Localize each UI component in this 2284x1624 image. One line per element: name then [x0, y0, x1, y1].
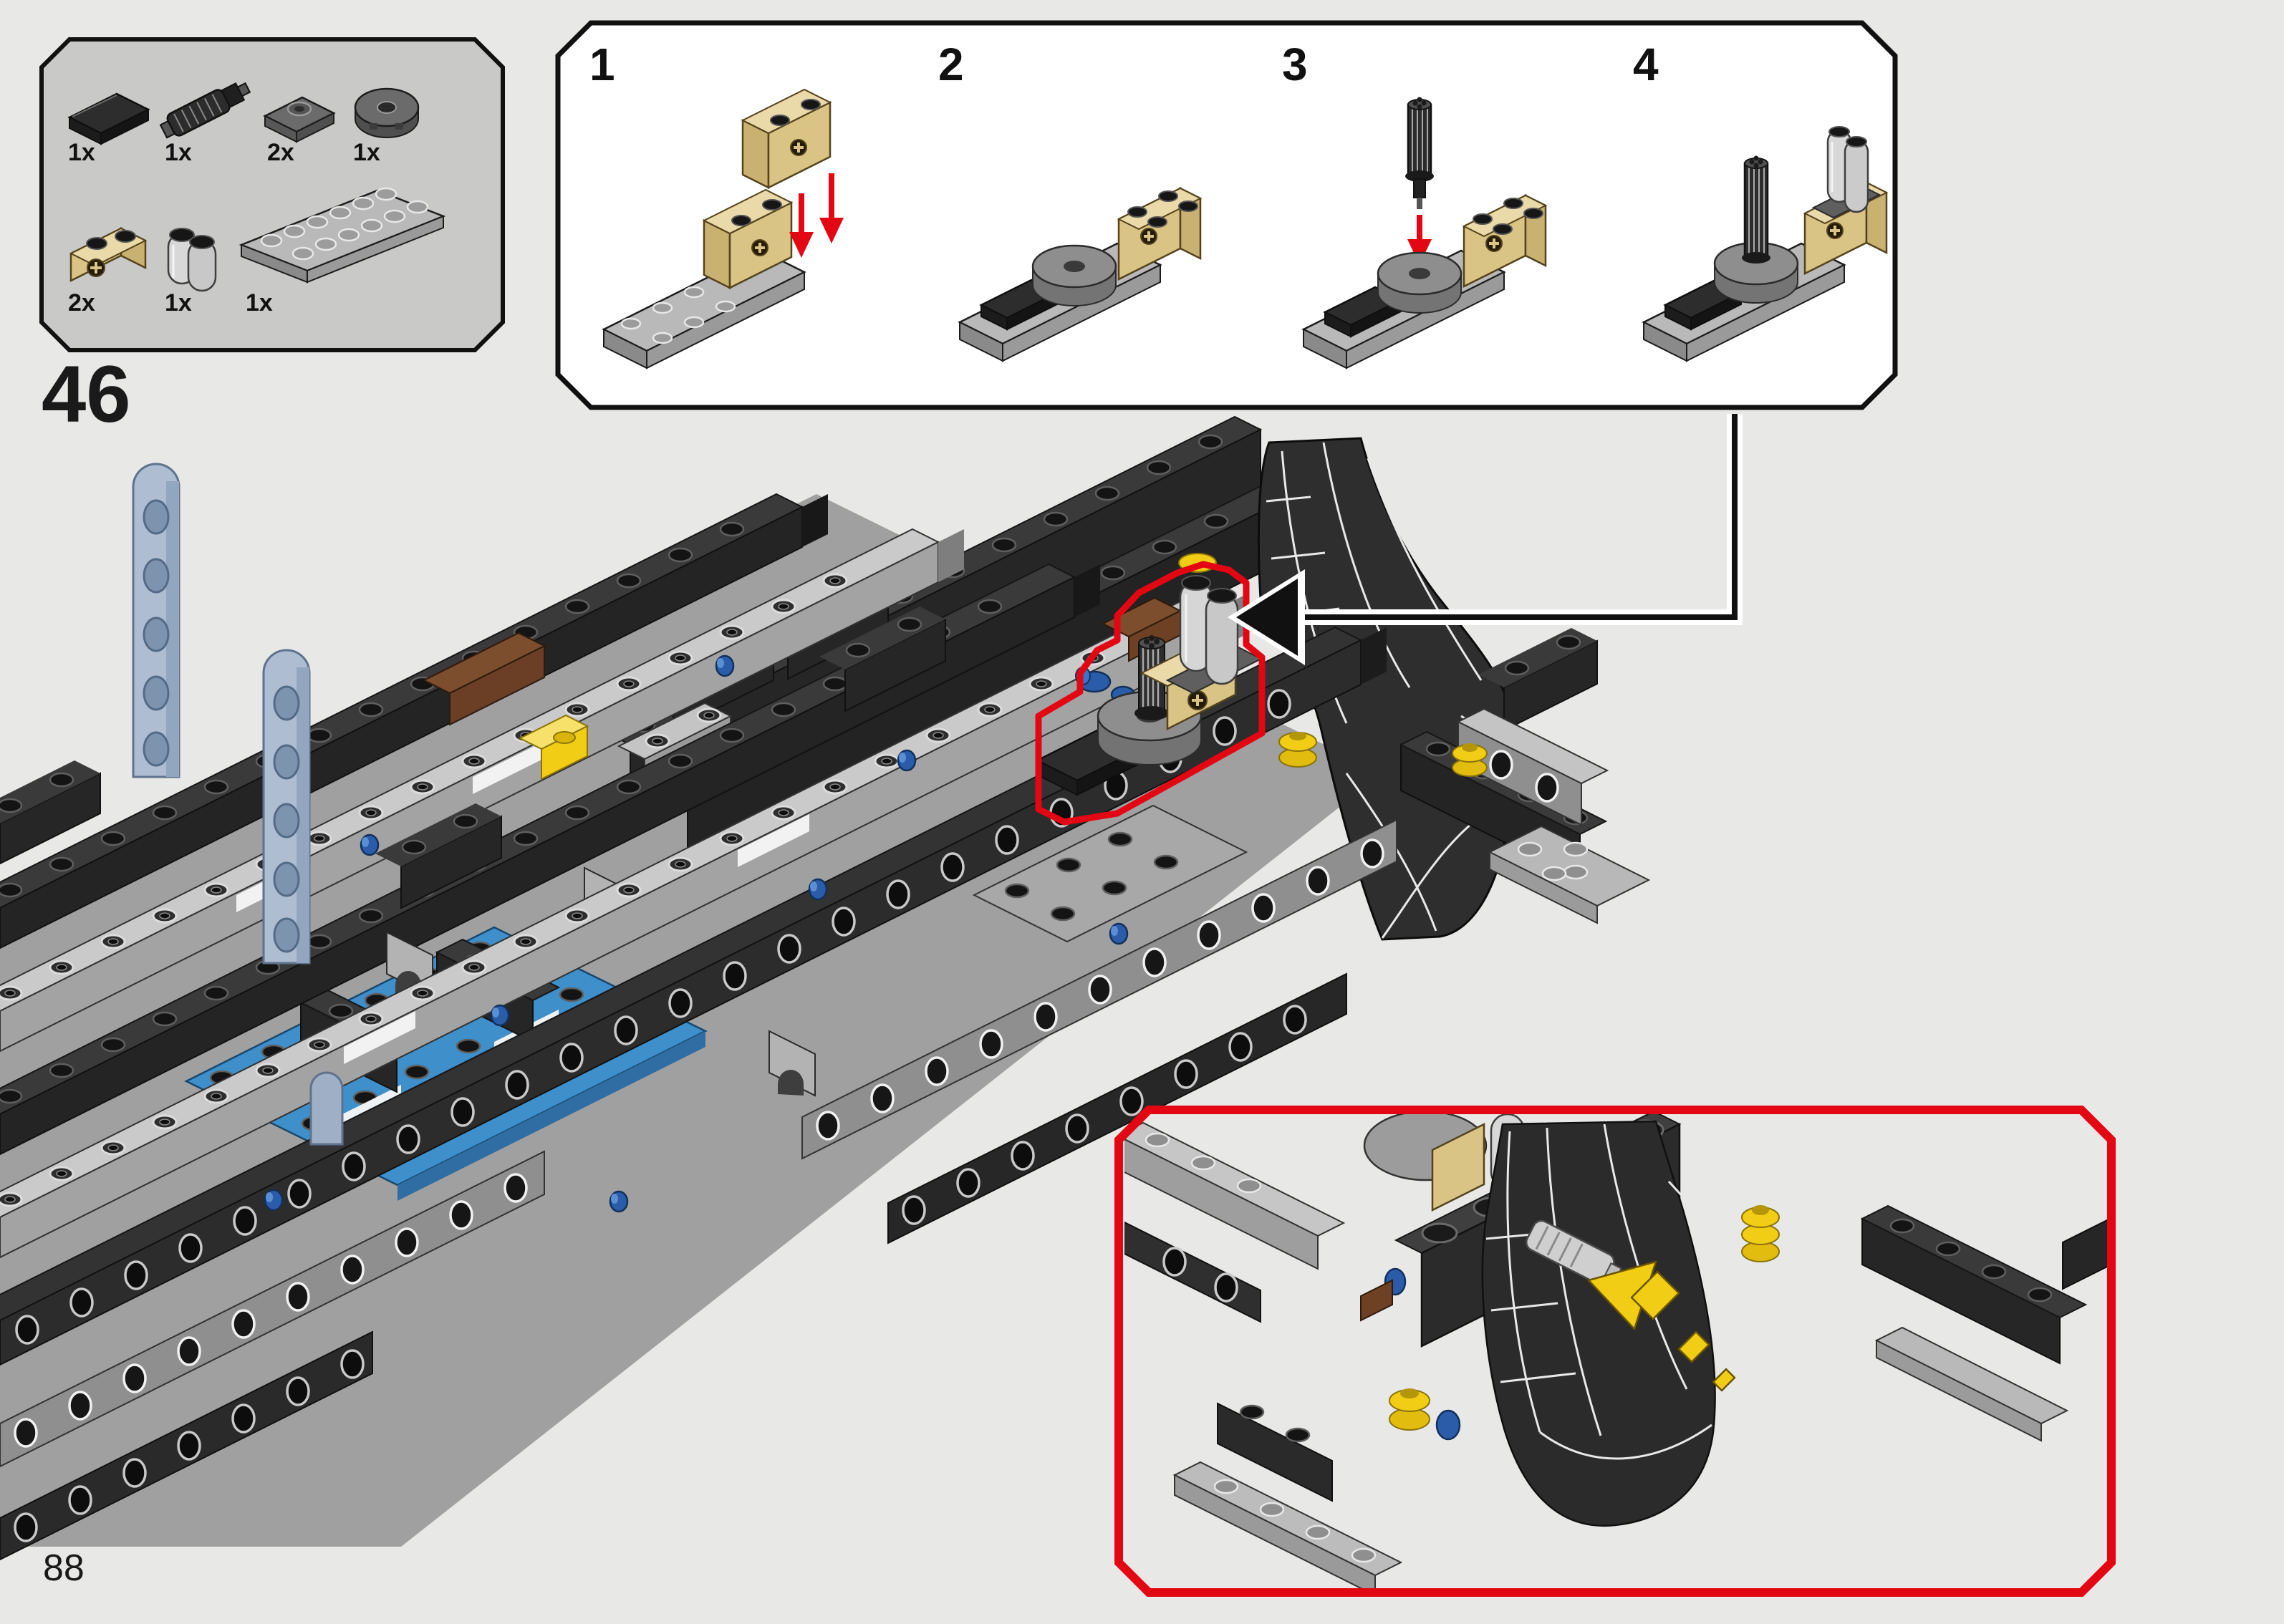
sand-blue-beams	[132, 463, 344, 1146]
substep-1-diagram	[602, 88, 844, 369]
substep-3-diagram	[1301, 97, 1548, 369]
substeps-panel-frame	[555, 20, 1898, 410]
part-tile-2x2-black	[61, 73, 161, 152]
yellow-round-stack	[1389, 1388, 1430, 1431]
palisade-brick-icon	[167, 228, 217, 292]
substep-2: 2	[938, 20, 1268, 410]
tan-technic-brick-icon	[69, 226, 148, 283]
yellow-round-stack	[1278, 732, 1317, 768]
part-palisade-brick	[153, 215, 242, 297]
substep-number: 1	[589, 39, 615, 90]
callout-arrowhead-icon	[1236, 579, 1298, 656]
part-count: 2x	[267, 139, 294, 166]
part-round-tile	[344, 74, 433, 146]
plate-2x6-icon	[238, 187, 446, 284]
substep-2-diagram	[958, 186, 1203, 362]
part-count: 1x	[165, 289, 192, 316]
detail-callout-box	[1114, 1106, 2116, 1597]
round-tile-icon	[354, 87, 420, 138]
yellow-round-stack	[1452, 743, 1488, 777]
substep-4-diagram	[1642, 126, 1889, 362]
right-wing-cluster	[1278, 628, 1651, 924]
part-plate-2x6	[234, 168, 456, 293]
detail-box-border	[1114, 1106, 2116, 1597]
part-tan-technic-brick	[59, 209, 163, 299]
page-number: 88	[43, 1547, 85, 1589]
deck-bricks	[0, 606, 946, 909]
parts-list-panel: 1x 1x 2x	[39, 37, 505, 352]
part-count: 1x	[165, 139, 192, 166]
substep-number: 3	[1282, 39, 1308, 90]
part-count: 1x	[353, 139, 380, 166]
black-2x2-tile-icon	[67, 92, 150, 145]
part-jumper-plate	[258, 79, 347, 150]
substep-3: 3	[1282, 20, 1611, 410]
part-count: 1x	[246, 289, 273, 316]
turret-deck	[972, 804, 1248, 943]
yellow-direction-arrow-icon	[1587, 1260, 1736, 1392]
callout-pointer	[1228, 414, 1743, 665]
jumper-plate-icon	[263, 96, 336, 143]
substep-number: 4	[1633, 39, 1659, 90]
red-highlight-outline	[1035, 561, 1266, 826]
substeps-panel: 1	[555, 20, 1898, 410]
turret-subassembly	[1035, 561, 1266, 826]
yellow-round-stack	[1741, 1205, 1780, 1262]
placement-arrows-icon	[789, 173, 844, 258]
part-count: 2x	[68, 289, 95, 316]
part-count: 1x	[68, 139, 95, 166]
step-number: 46	[42, 349, 131, 439]
minigun-barrel-icon	[159, 82, 251, 139]
part-minigun-barrel	[154, 66, 261, 152]
chassis-rails	[0, 493, 964, 1053]
substep-number: 2	[938, 39, 964, 90]
chassis-rails-front	[0, 563, 1397, 1561]
substep-4: 4	[1633, 20, 1962, 410]
substep-1: 1	[589, 20, 919, 410]
